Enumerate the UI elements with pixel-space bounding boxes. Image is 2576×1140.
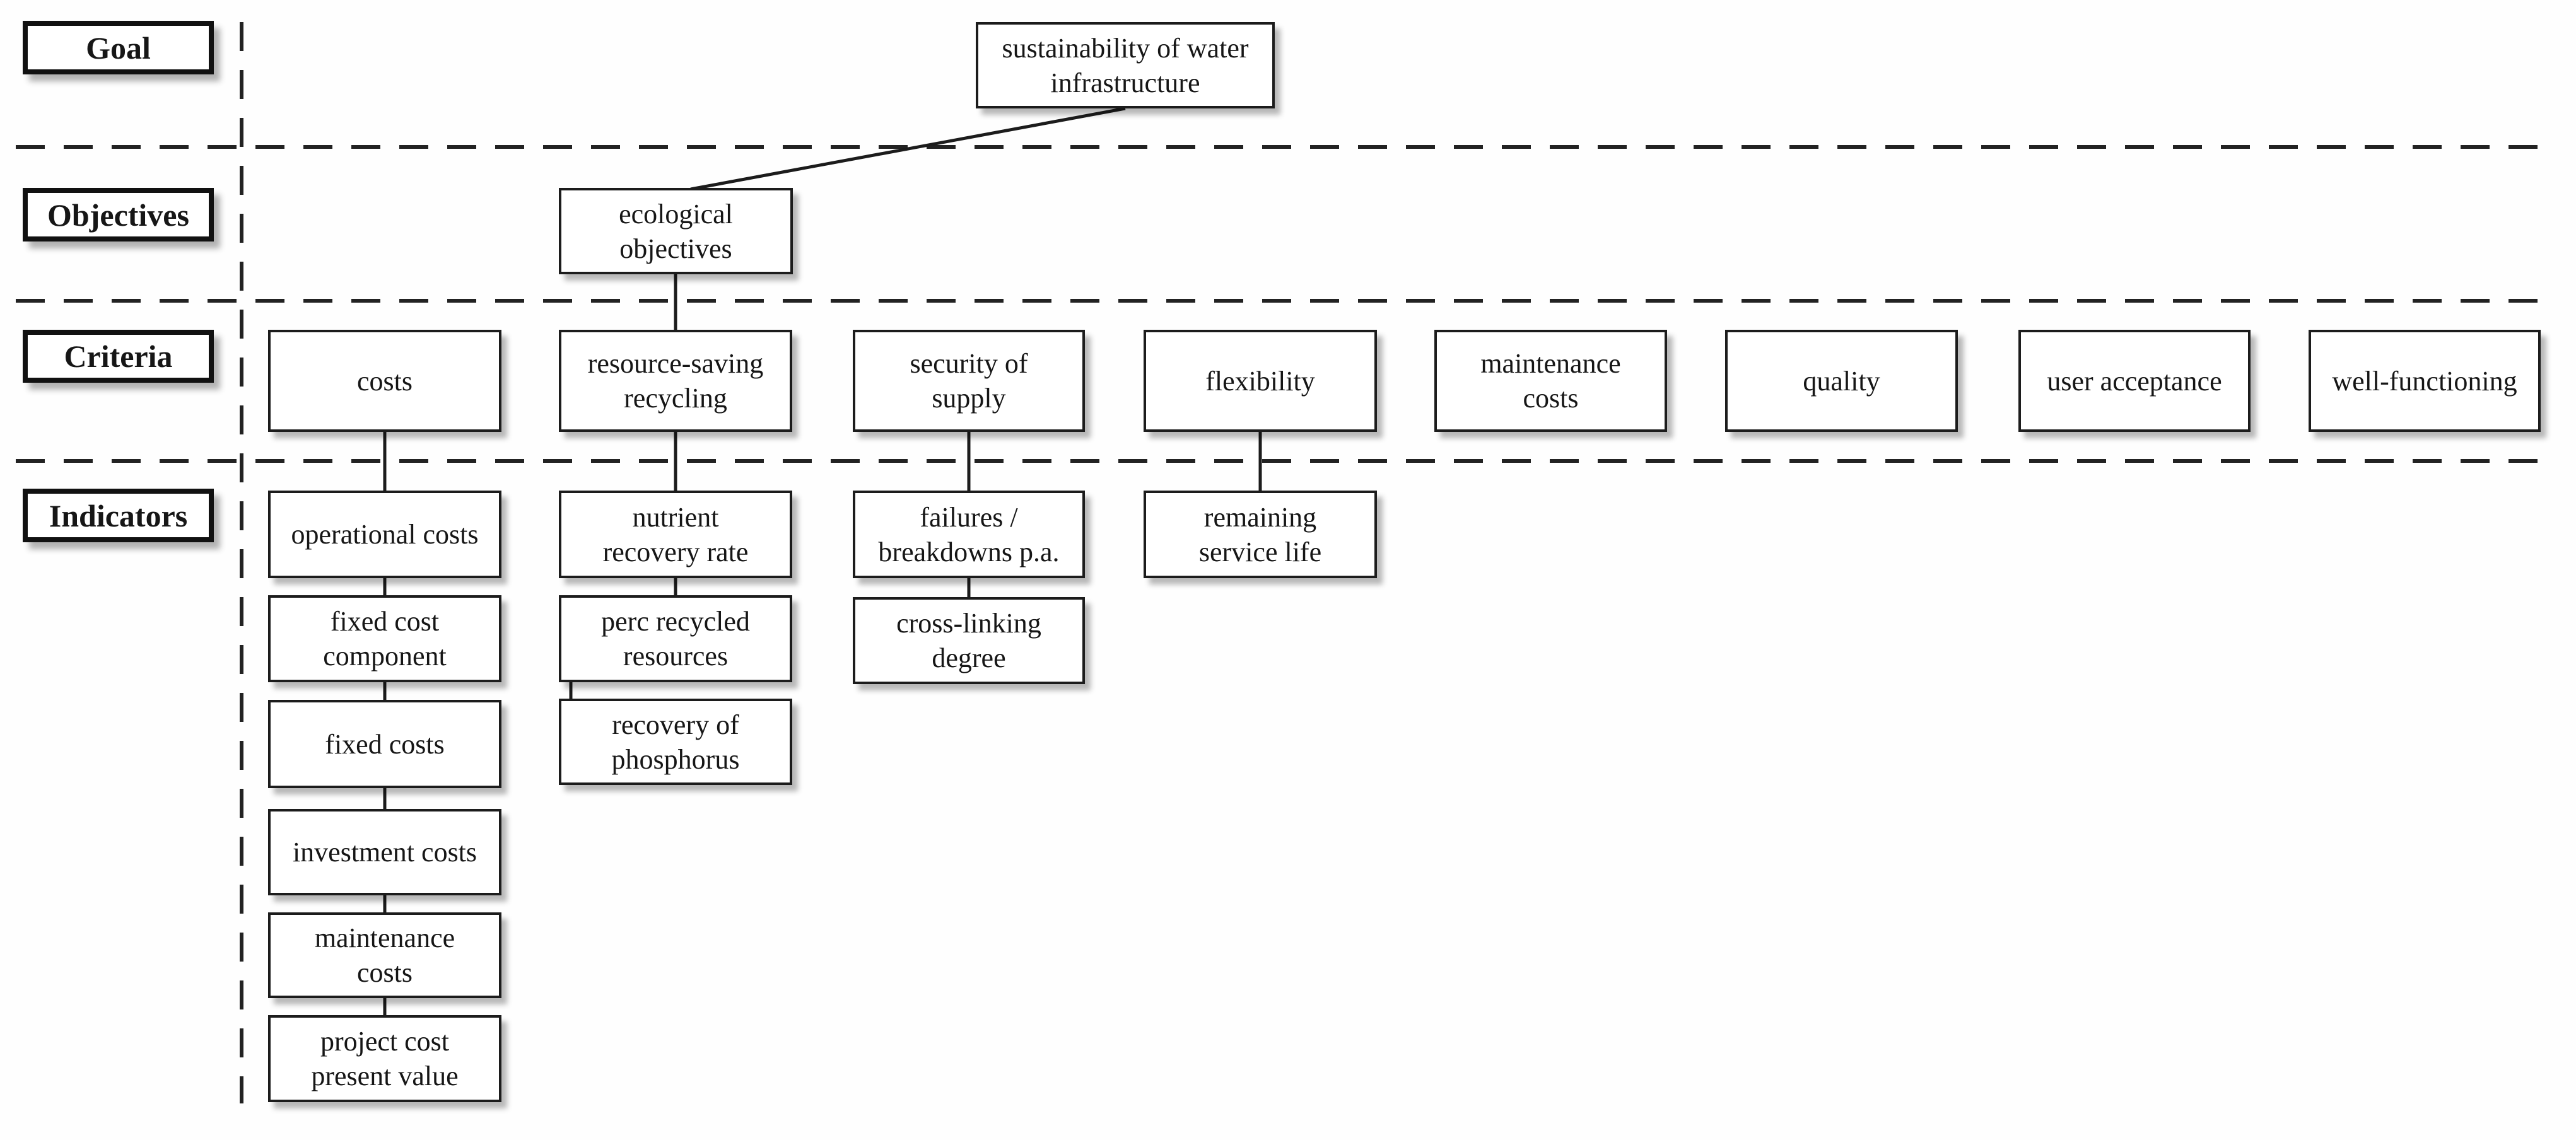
indicator-maintenance-costs: maintenance costs bbox=[268, 912, 501, 998]
indicator-perc-recycled-resources: perc recycled resources bbox=[559, 595, 792, 682]
criterion-recycling: resource-saving recycling bbox=[559, 330, 792, 432]
row-label-criteria: Criteria bbox=[23, 330, 214, 383]
indicator-fixed-costs: fixed costs bbox=[268, 700, 501, 788]
criterion-well-functioning: well-functioning bbox=[2309, 330, 2541, 432]
criterion-security-supply: security of supply bbox=[853, 330, 1085, 432]
criterion-quality: quality bbox=[1725, 330, 1958, 432]
criterion-costs: costs bbox=[268, 330, 501, 432]
indicator-remaining-service-life: remaining service life bbox=[1144, 491, 1377, 578]
goal-node-sustainability: sustainability of water infrastructure bbox=[976, 22, 1275, 108]
indicator-investment-costs: investment costs bbox=[268, 809, 501, 895]
indicator-project-cost-present-value: project cost present value bbox=[268, 1015, 501, 1102]
row-label-objectives: Objectives bbox=[23, 188, 214, 241]
criterion-maintenance: maintenance costs bbox=[1434, 330, 1667, 432]
row-label-goal: Goal bbox=[23, 21, 214, 74]
indicator-cross-linking-degree: cross-linking degree bbox=[853, 597, 1085, 684]
indicator-recovery-of-phosphorus: recovery of phosphorus bbox=[559, 699, 792, 785]
criterion-flexibility: flexibility bbox=[1144, 330, 1377, 432]
edge-goal-to-ecological bbox=[690, 107, 1126, 191]
indicator-failures-breakdowns: failures / breakdowns p.a. bbox=[853, 491, 1085, 578]
connector-lines bbox=[383, 107, 1262, 1018]
indicator-operational-costs: operational costs bbox=[268, 491, 501, 578]
row-label-indicators: Indicators bbox=[23, 489, 214, 542]
objective-node-ecological: ecological objectives bbox=[559, 188, 793, 274]
indicator-fixed-cost-component: fixed cost component bbox=[268, 595, 501, 682]
indicator-nutrient-recovery-rate: nutrient recovery rate bbox=[559, 491, 792, 578]
criterion-user-acceptance: user acceptance bbox=[2018, 330, 2251, 432]
